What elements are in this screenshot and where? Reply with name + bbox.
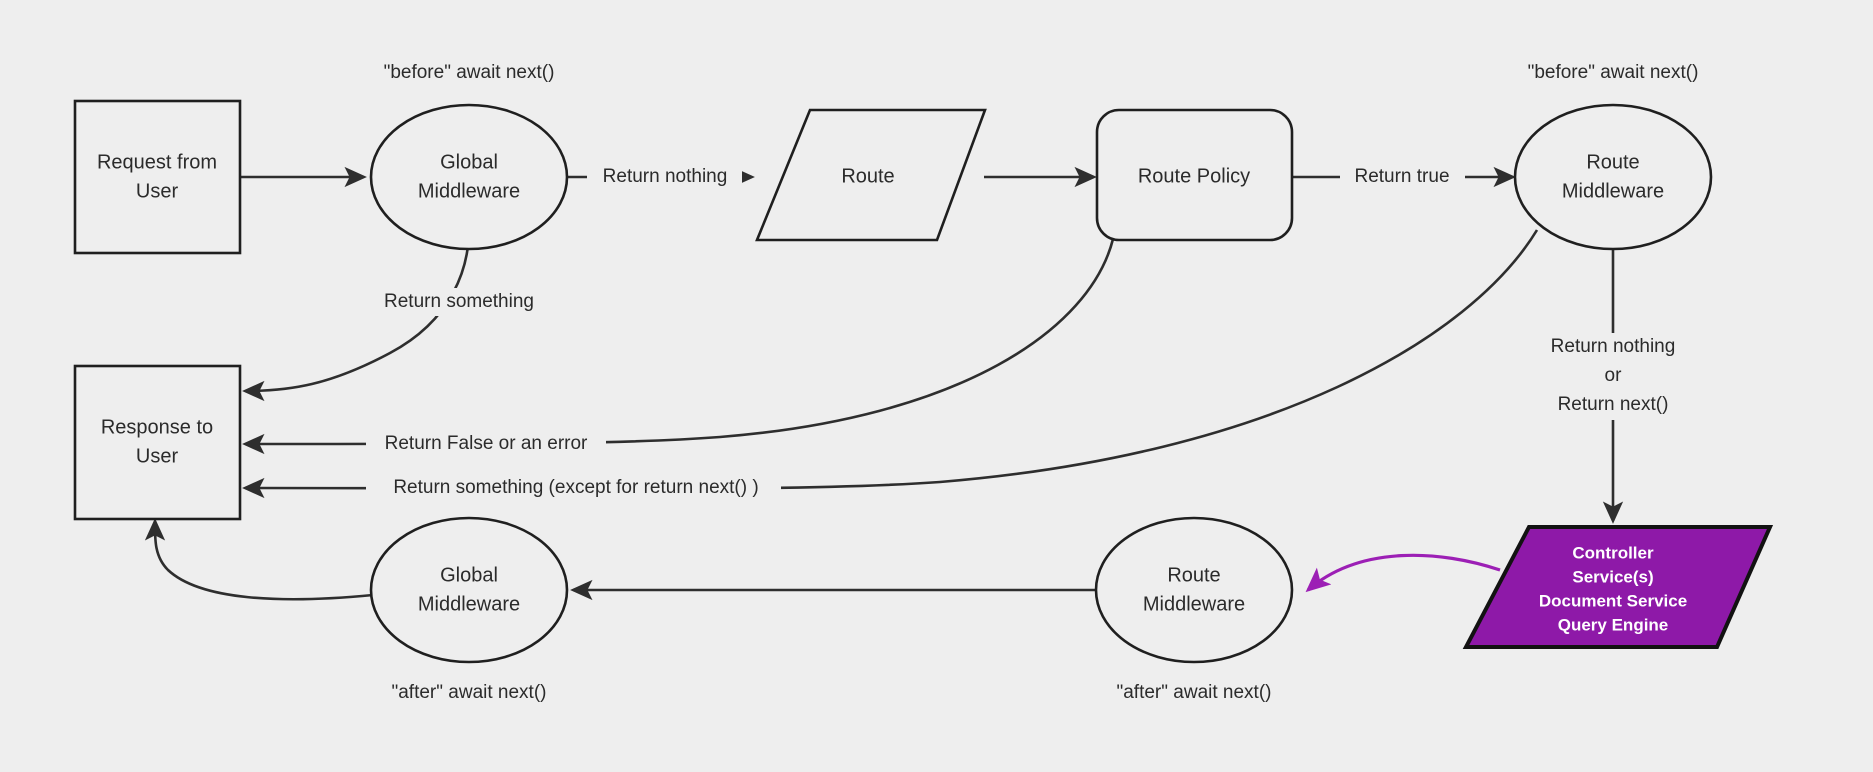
node-route-middleware-after[interactable]: Route Middleware (1094, 516, 1294, 664)
node-controller-services-line2: Service(s) (1572, 567, 1653, 586)
node-route[interactable]: Route (755, 108, 987, 242)
svg-text:Return False or an error: Return False or an error (385, 433, 588, 454)
node-route-middleware-after-line2: Middleware (1143, 593, 1245, 615)
node-route-label: Route (841, 165, 894, 187)
edge-controller-to-route-middleware-after (1305, 553, 1501, 593)
svg-text:"before" await next(): "before" await next() (1528, 62, 1699, 83)
edge-label-return-nothing-or-next: Return nothing or Return next() (1528, 333, 1700, 420)
svg-text:Return next(): Return next() (1558, 394, 1669, 415)
node-controller-services[interactable]: Controller Service(s) Document Service Q… (1462, 525, 1774, 649)
svg-text:"after" await next(): "after" await next() (392, 682, 547, 703)
node-route-policy[interactable]: Route Policy (1095, 108, 1294, 242)
svg-text:Return something: Return something (384, 291, 534, 312)
annotation-after-await-next-route: "after" await next() (1117, 682, 1272, 703)
edge-route-policy-return-false (242, 238, 1115, 455)
edge-label-return-nothing: Return nothing (587, 163, 742, 191)
node-route-middleware-before-line2: Middleware (1562, 180, 1664, 202)
node-request-from-user[interactable]: Request from User (73, 99, 242, 255)
edge-global-middleware-return-something (242, 224, 471, 402)
node-route-policy-label: Route Policy (1138, 165, 1250, 187)
edge-label-return-true: Return true (1340, 163, 1465, 191)
annotation-before-await-next-global: "before" await next() (384, 62, 555, 83)
node-global-middleware-before-line1: Global (440, 151, 498, 173)
node-global-middleware-before-line2: Middleware (418, 180, 520, 202)
node-route-middleware-after-line1: Route (1167, 564, 1220, 586)
annotation-after-await-next-global: "after" await next() (392, 682, 547, 703)
edge-label-return-something-global: Return something (364, 288, 544, 316)
svg-text:Return true: Return true (1354, 166, 1449, 187)
edge-global-middleware-after-to-response (144, 518, 374, 601)
svg-text:Return nothing: Return nothing (1551, 336, 1676, 357)
node-request-from-user-line1: Request from (97, 151, 217, 173)
node-controller-services-line1: Controller (1572, 543, 1654, 562)
svg-text:or: or (1605, 365, 1623, 386)
node-global-middleware-before[interactable]: Global Middleware (369, 103, 569, 251)
edge-label-return-something-except: Return something (except for return next… (366, 474, 781, 502)
svg-text:Return something (except for r: Return something (except for return next… (393, 477, 758, 498)
node-response-to-user-line2: User (136, 445, 179, 467)
node-response-to-user-line1: Response to (101, 416, 213, 438)
node-route-middleware-before[interactable]: Route Middleware (1513, 103, 1713, 251)
svg-text:Return nothing: Return nothing (603, 166, 728, 187)
node-global-middleware-after[interactable]: Global Middleware (369, 516, 569, 664)
node-controller-services-line4: Query Engine (1558, 615, 1669, 634)
node-route-middleware-before-line1: Route (1586, 151, 1639, 173)
node-global-middleware-after-line2: Middleware (418, 593, 520, 615)
edge-label-return-false-or-error: Return False or an error (366, 430, 606, 458)
annotation-before-await-next-route: "before" await next() (1528, 62, 1699, 83)
node-response-to-user[interactable]: Response to User (73, 364, 242, 521)
node-controller-services-line3: Document Service (1539, 591, 1687, 610)
node-global-middleware-after-line1: Global (440, 564, 498, 586)
svg-text:"before" await next(): "before" await next() (384, 62, 555, 83)
node-request-from-user-line2: User (136, 180, 179, 202)
svg-text:"after" await next(): "after" await next() (1117, 682, 1272, 703)
